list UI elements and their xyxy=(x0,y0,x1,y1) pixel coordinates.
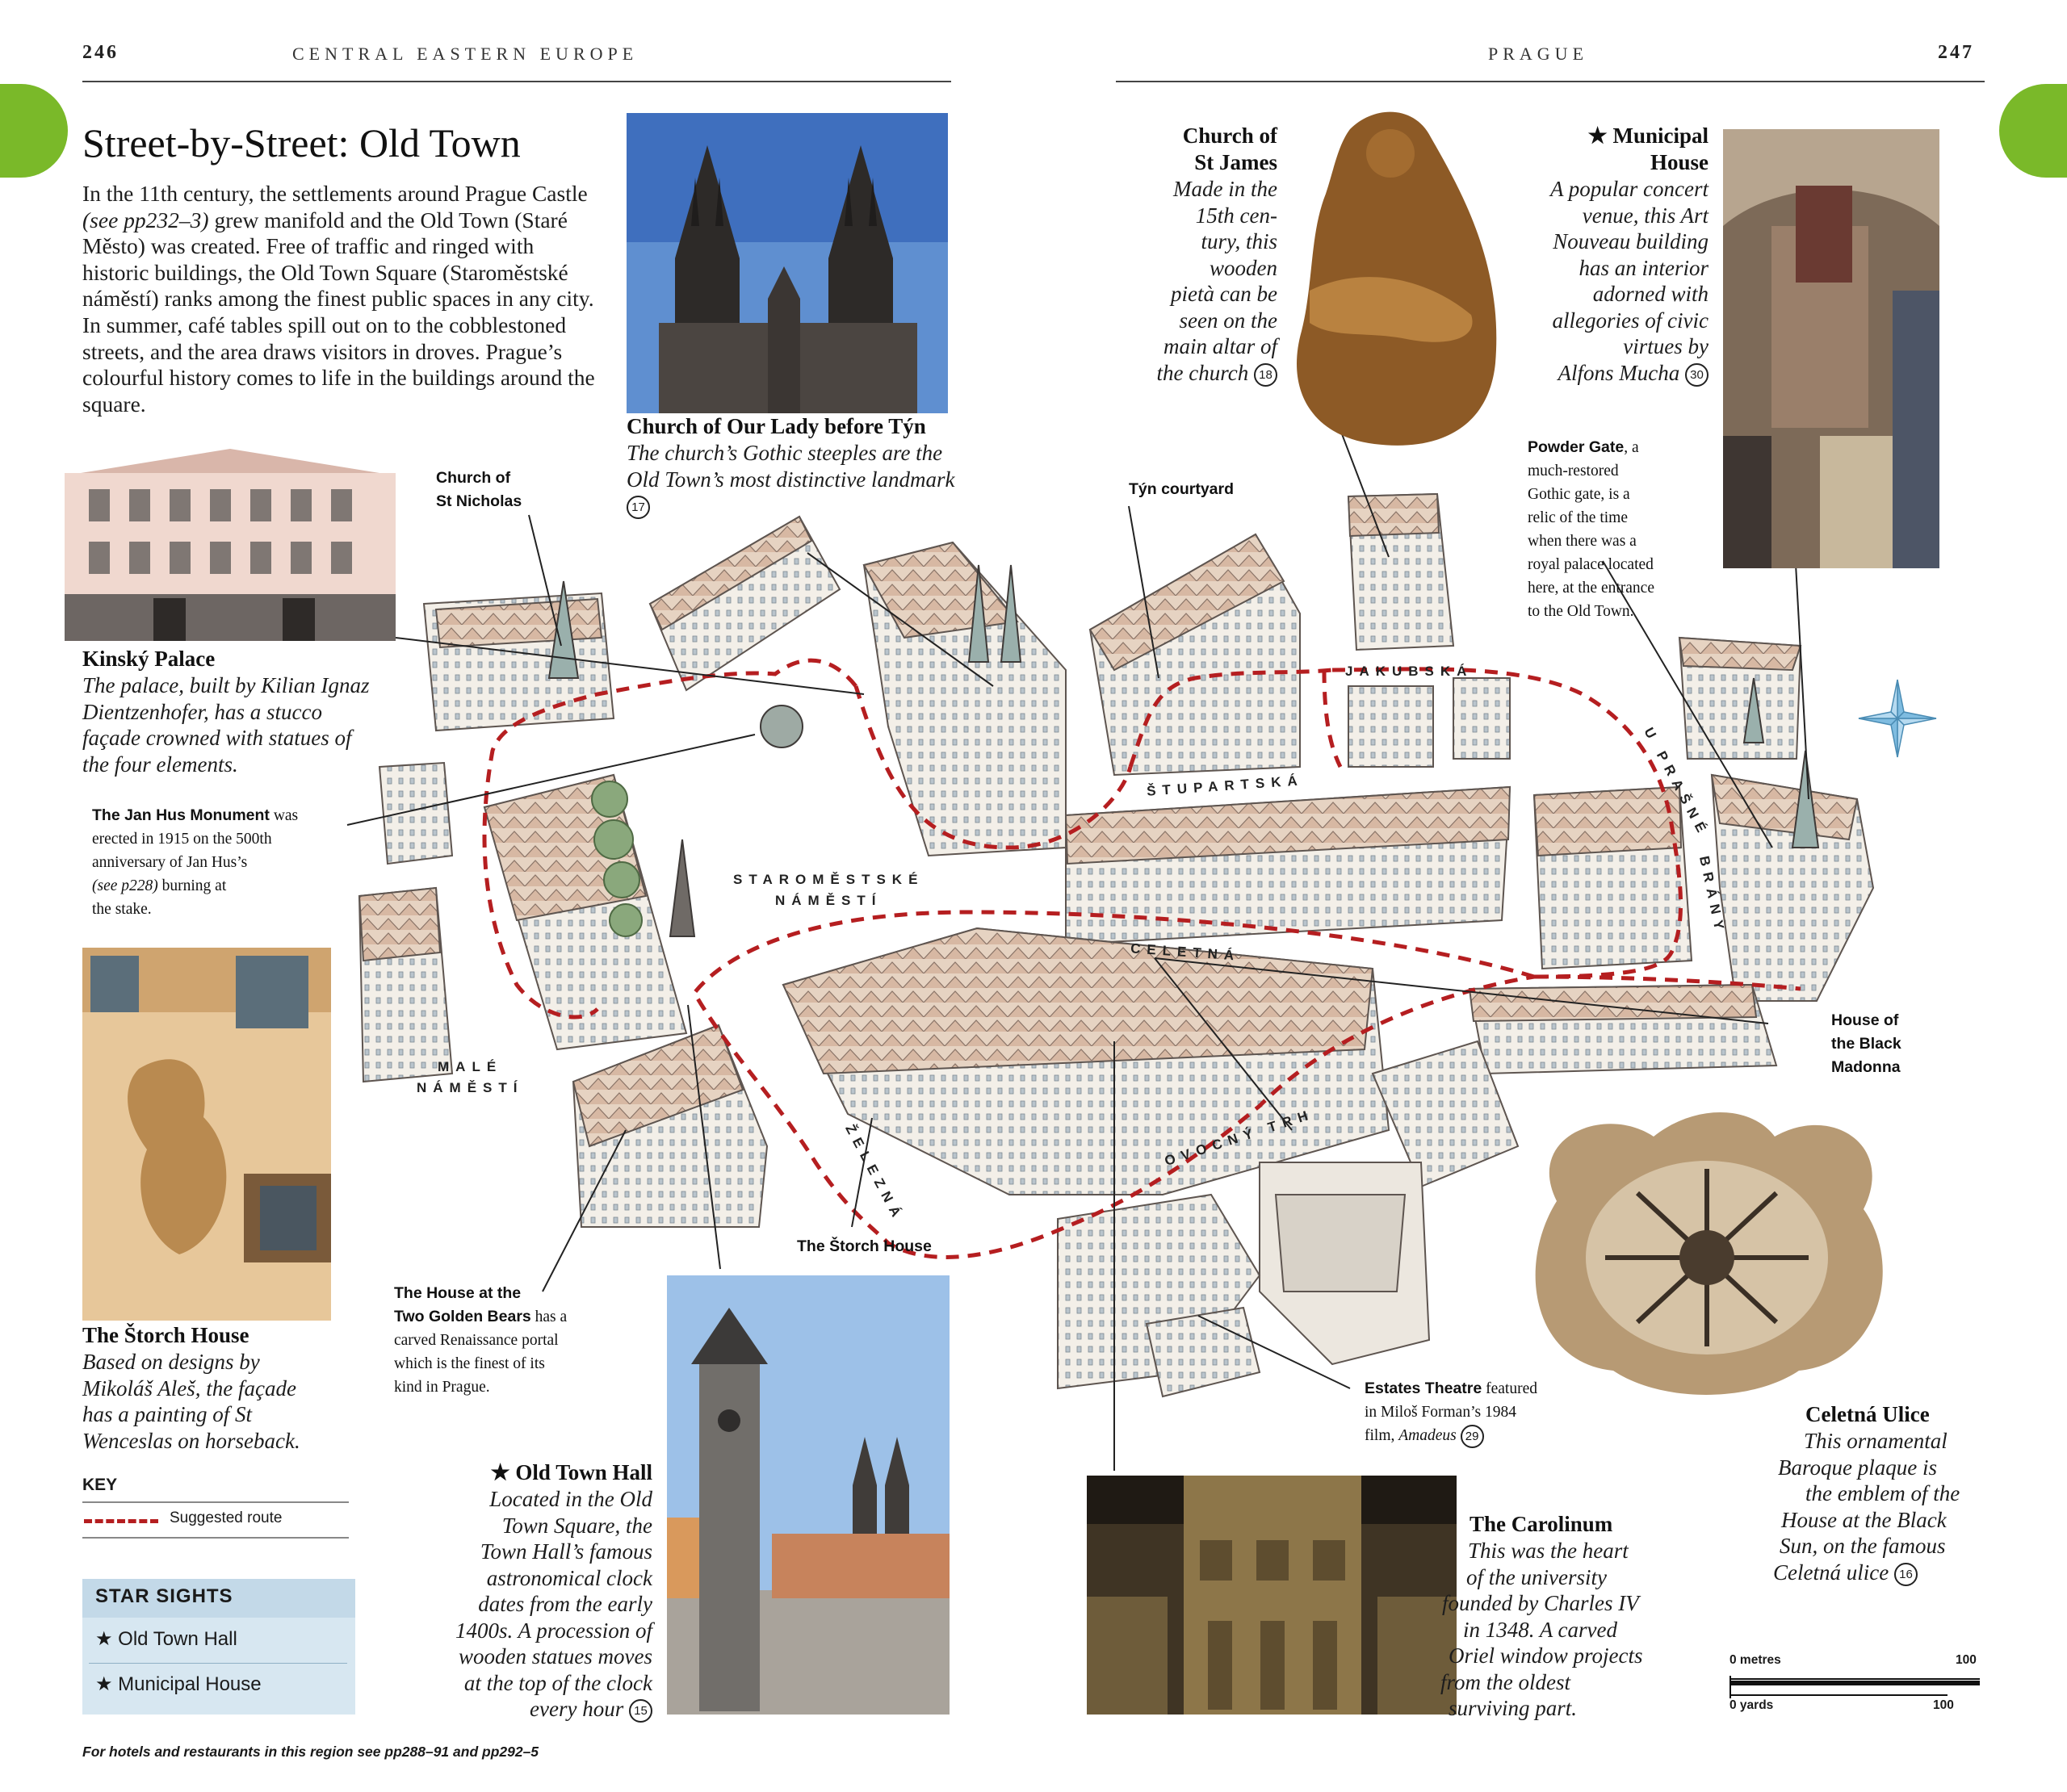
scale-bar xyxy=(1729,1676,1980,1698)
label-jan-hus-monument: The Jan Hus Monument was erected in 1915… xyxy=(92,806,299,918)
pieta-sculpture xyxy=(1277,105,1507,452)
map-spires xyxy=(547,564,1820,937)
label-st-nicholas: Church of St Nicholas xyxy=(436,469,522,510)
street-male: MALÉ xyxy=(438,1059,503,1074)
caption-st-james: Church of St James Made in the 15th cen-… xyxy=(1106,123,1277,387)
caption-municipal-house: ★ Municipal House A popular concert venu… xyxy=(1502,123,1709,387)
storch-house-facade-photo xyxy=(82,948,331,1321)
ref-number-29: 29 xyxy=(1460,1425,1484,1449)
leader-lines xyxy=(346,387,1809,1471)
intro-paragraph: In the 11th century, the settlements aro… xyxy=(82,181,595,417)
compass-rose-icon xyxy=(1858,679,1937,758)
caption-tyn-church: Church of Our Lady before Týn The church… xyxy=(627,413,966,520)
star-sights-divider xyxy=(89,1663,347,1664)
carolinum-oriel-photo xyxy=(1087,1476,1457,1715)
label-house-black-madonna: House of the Black Madonna xyxy=(1831,1011,1901,1076)
chapter-tab-right xyxy=(1999,84,2067,178)
street-male-namesti: NÁMĚSTÍ xyxy=(417,1080,524,1095)
running-head-right: PRAGUE xyxy=(1488,44,1589,64)
kinsky-palace-photo xyxy=(65,441,396,641)
block-far-west xyxy=(378,761,454,865)
suggested-route xyxy=(482,658,1801,1259)
street-staromestske: STAROMĚSTSKÉ xyxy=(733,872,924,887)
ref-number-16: 16 xyxy=(1893,1562,1918,1586)
tyn-church-photo xyxy=(627,113,948,413)
page-number-left: 246 xyxy=(82,42,119,63)
footer-note: For hotels and restaurants in this regio… xyxy=(82,1744,539,1760)
ref-number-15: 15 xyxy=(629,1699,652,1723)
caption-celetna-ulice: Celetná Ulice This ornamental Baroque pl… xyxy=(1773,1401,1991,1586)
street-jakubska: JAKUBSKÁ xyxy=(1345,664,1474,679)
page-number-right: 247 xyxy=(1938,42,1974,63)
celetna-plaque xyxy=(1508,1104,1906,1403)
key-rule-top xyxy=(82,1501,349,1503)
ref-number-17: 17 xyxy=(627,496,650,520)
caption-storch-house: The Štorch House Based on designs by Mik… xyxy=(82,1323,300,1453)
scale-yards-label: 0 yards xyxy=(1729,1698,1774,1712)
ref-number-18: 18 xyxy=(1254,362,1277,387)
block-carolinum xyxy=(1371,1040,1520,1188)
key-rule-bottom xyxy=(82,1537,349,1539)
caption-carolinum: The Carolinum This was the heart of the … xyxy=(1440,1512,1643,1720)
page-title: Street-by-Street: Old Town xyxy=(82,120,521,165)
header-rule-right xyxy=(1116,81,1985,82)
label-two-golden-bears: The House at the Two Golden Bears has a … xyxy=(394,1284,568,1396)
old-town-hall-photo xyxy=(667,1275,950,1715)
square-trees xyxy=(591,781,643,937)
star-sights-title: STAR SIGHTS xyxy=(95,1585,233,1607)
star-sights-header xyxy=(82,1579,355,1618)
caption-old-town-hall: ★ Old Town Hall Located in the Old Town … xyxy=(404,1459,652,1723)
caption-kinsky-palace: Kinský Palace The palace, built by Kilia… xyxy=(82,647,370,777)
ref-number-30: 30 xyxy=(1685,362,1709,387)
key-title: KEY xyxy=(82,1476,118,1494)
label-storch-house-map: The Štorch House xyxy=(797,1237,932,1255)
label-powder-gate: Powder Gate, a much-restored Gothic gate… xyxy=(1528,438,1654,620)
block-jakubska xyxy=(1348,685,1434,768)
intro-reference: (see pp232–3) xyxy=(82,207,209,232)
scale-metres-max: 100 xyxy=(1956,1653,1977,1667)
star-sight-old-town-hall: ★ Old Town Hall xyxy=(95,1628,237,1650)
running-head-left: CENTRAL EASTERN EUROPE xyxy=(292,44,639,64)
label-estates-theatre: Estates Theatre featured in Miloš Forman… xyxy=(1365,1377,1631,1449)
key-route-dash xyxy=(84,1519,158,1523)
key-route-label: Suggested route xyxy=(170,1509,283,1526)
street-namesti: NÁMĚSTÍ xyxy=(775,893,883,908)
jan-hus-monument-icon xyxy=(760,705,803,748)
label-tyn-courtyard: Týn courtyard xyxy=(1129,480,1235,498)
scale-yards-max: 100 xyxy=(1933,1698,1954,1712)
header-rule-left xyxy=(82,81,951,82)
scale-metres-label: 0 metres xyxy=(1729,1653,1781,1667)
star-sight-municipal-house: ★ Municipal House xyxy=(95,1673,262,1695)
municipal-house-interior-photo xyxy=(1723,129,1939,568)
